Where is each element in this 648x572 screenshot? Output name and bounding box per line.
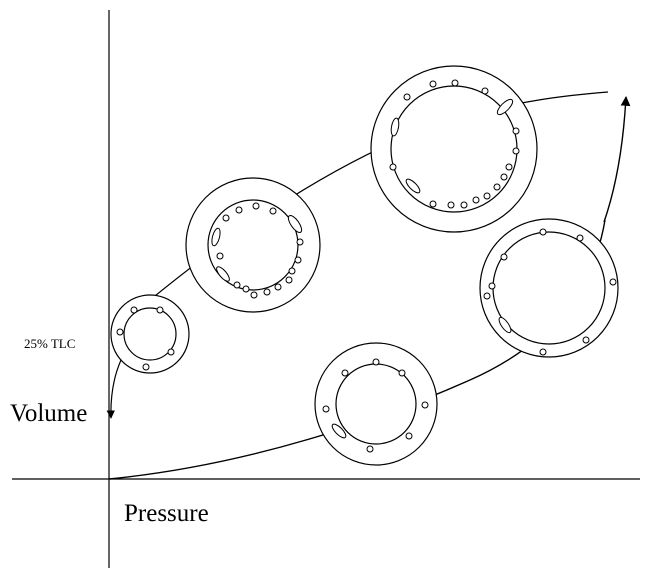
pressure-axis-label: Pressure xyxy=(124,500,209,527)
alveolus-small xyxy=(110,294,190,374)
alveolus-large xyxy=(370,65,538,233)
alveolus-medium xyxy=(185,177,321,313)
tlc-label: 25% TLC xyxy=(24,336,76,351)
alveolus-deflating-large xyxy=(479,218,619,358)
alveolus-deflating-medium xyxy=(314,342,438,466)
volume-axis-label: Volume xyxy=(10,400,88,427)
down-arrow xyxy=(106,359,122,419)
up-arrow xyxy=(603,96,631,223)
